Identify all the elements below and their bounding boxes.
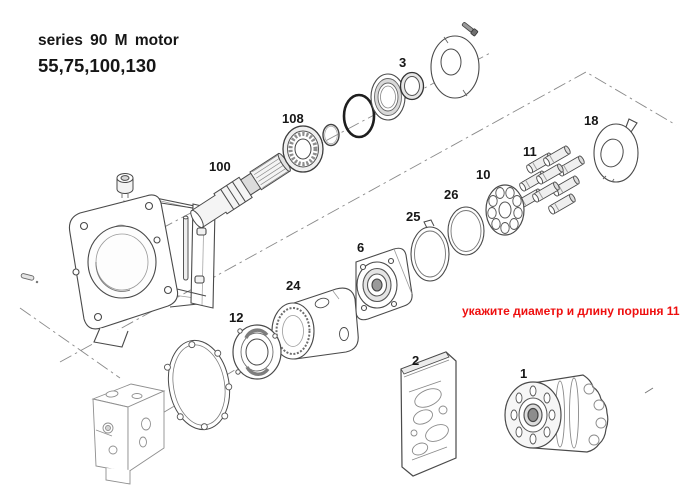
dowel-pin-small — [20, 273, 39, 284]
part-label-1: 1 — [520, 366, 527, 381]
part-label-2: 2 — [412, 353, 419, 368]
part-label-26: 26 — [444, 187, 458, 202]
part-motor-housing — [68, 194, 216, 348]
part-3-seal-ring — [399, 71, 425, 101]
part-label-6: 6 — [357, 240, 364, 255]
shaft-seal — [370, 73, 406, 121]
cover-screw — [461, 22, 479, 37]
part-label-25: 25 — [406, 209, 420, 224]
part-12-valve-plate — [232, 324, 282, 380]
part-end-cap-gasket — [163, 339, 233, 431]
part-label-3: 3 — [399, 55, 406, 70]
o-ring — [342, 93, 376, 139]
part-end-cap-valve-block — [91, 383, 166, 485]
part-1-cylinder-block — [504, 374, 654, 453]
part-108-bearing — [282, 125, 324, 173]
part-label-11: 11 — [523, 144, 537, 159]
endcap-axis-line — [19, 307, 121, 379]
housing-bore — [87, 225, 157, 299]
part-label-12: 12 — [229, 310, 243, 325]
part-label-100: 100 — [209, 159, 231, 174]
main-guide-line — [59, 71, 677, 363]
part-label-18: 18 — [584, 113, 598, 128]
housing-pin — [183, 215, 189, 281]
part-label-24: 24 — [286, 278, 301, 293]
annotation-text: укажите диаметр и длину поршня 11 — [462, 304, 680, 318]
retaining-ring — [322, 123, 340, 147]
page-title-line2: 55,75,100,130 — [38, 55, 156, 76]
part-6-bearing-cradle — [355, 247, 413, 321]
part-100-drive-shaft — [190, 152, 291, 229]
part-end-cover-plate — [430, 35, 480, 99]
part-18-tab-washer — [593, 118, 639, 183]
part-10-retainer-plate — [485, 184, 525, 236]
part-label-108: 108 — [282, 111, 304, 126]
page-title-line1: series 90 M motor — [38, 32, 179, 49]
part-24-cylinder-sleeve — [271, 287, 359, 360]
part-2-seal-kit — [400, 351, 457, 477]
part-label-10: 10 — [476, 167, 490, 182]
part-25-sealing-ring-tab — [410, 219, 450, 282]
part-11-piston-set — [515, 145, 585, 215]
part-26-sealing-ring — [447, 206, 485, 256]
